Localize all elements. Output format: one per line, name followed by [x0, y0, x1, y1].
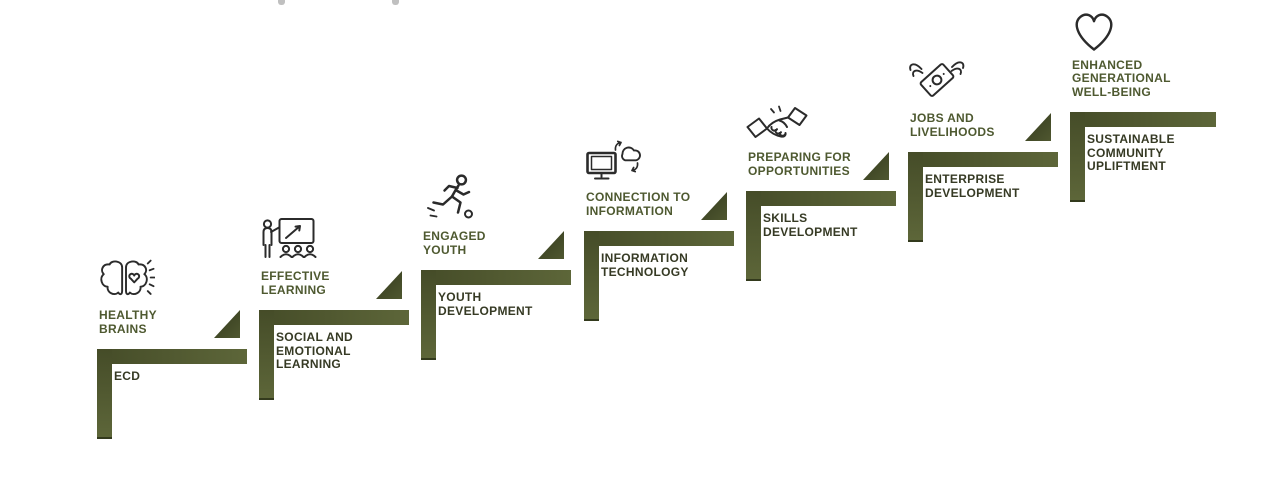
step-bar-horizontal — [908, 152, 1058, 167]
step-title: CONNECTION TO INFORMATION — [586, 190, 691, 218]
step-bar-vertical — [584, 231, 599, 321]
heart-icon — [1070, 8, 1118, 52]
step-info: EFFECTIVE LEARNING — [261, 217, 330, 297]
step-bar-label: ENTERPRISE DEVELOPMENT — [925, 172, 1020, 200]
step-bar-vertical — [97, 349, 112, 439]
step-info: HEALTHY BRAINS — [99, 254, 157, 336]
step-bar-vertical — [259, 310, 274, 400]
step-bar-horizontal — [746, 191, 896, 206]
step-title: PREPARING FOR OPPORTUNITIES — [748, 150, 852, 178]
step-bar-vertical — [421, 270, 436, 360]
step-title: EFFECTIVE LEARNING — [261, 269, 330, 297]
step-arrow-triangle — [863, 152, 889, 180]
step-title: ENHANCED GENERATIONAL WELL-BEING — [1072, 57, 1171, 99]
step-bar-label: ECD — [114, 369, 141, 383]
step-arrow-triangle — [376, 271, 402, 299]
step-info: PREPARING FOR OPPORTUNITIES — [746, 102, 852, 178]
step-arrow-triangle — [214, 310, 240, 338]
step-bar-label: INFORMATION TECHNOLOGY — [601, 251, 689, 279]
step-bar-label: SOCIAL AND EMOTIONAL LEARNING — [276, 330, 354, 371]
brain-heart-icon — [97, 254, 155, 302]
step-bar-vertical — [908, 152, 923, 242]
winged-money-icon — [908, 53, 966, 105]
step-info: JOBS AND LIVELIHOODS — [908, 53, 995, 139]
step-bar-label: YOUTH DEVELOPMENT — [438, 290, 533, 318]
cropped-text-fragment — [392, 0, 399, 5]
step-info: CONNECTION TO INFORMATION — [586, 138, 690, 218]
handshake-icon — [746, 102, 808, 144]
step-bar-horizontal — [1070, 112, 1216, 127]
step-bar-vertical — [746, 191, 761, 281]
teacher-presentation-icon — [259, 217, 317, 263]
computer-cloud-sync-icon — [584, 138, 644, 184]
step-arrow-triangle — [538, 231, 564, 259]
step-bar-horizontal — [421, 270, 571, 285]
step-info: ENGAGED YOUTH — [423, 173, 486, 257]
running-person-icon — [421, 173, 477, 223]
step-arrow-triangle — [1025, 113, 1051, 141]
step-bar-horizontal — [584, 231, 734, 246]
step-title: HEALTHY BRAINS — [99, 308, 157, 336]
step-title: JOBS AND LIVELIHOODS — [910, 111, 995, 139]
step-title: ENGAGED YOUTH — [423, 229, 486, 257]
step-arrow-triangle — [701, 192, 727, 220]
step-bar-vertical — [1070, 112, 1085, 202]
step-bar-label: SKILLS DEVELOPMENT — [763, 211, 858, 239]
step-info: ENHANCED GENERATIONAL WELL-BEING — [1072, 8, 1171, 100]
step-bar-label: SUSTAINABLE COMMUNITY UPLIFTMENT — [1087, 132, 1175, 173]
step-bar-horizontal — [259, 310, 409, 325]
step-bar-horizontal — [97, 349, 247, 364]
cropped-text-fragment — [278, 0, 285, 5]
